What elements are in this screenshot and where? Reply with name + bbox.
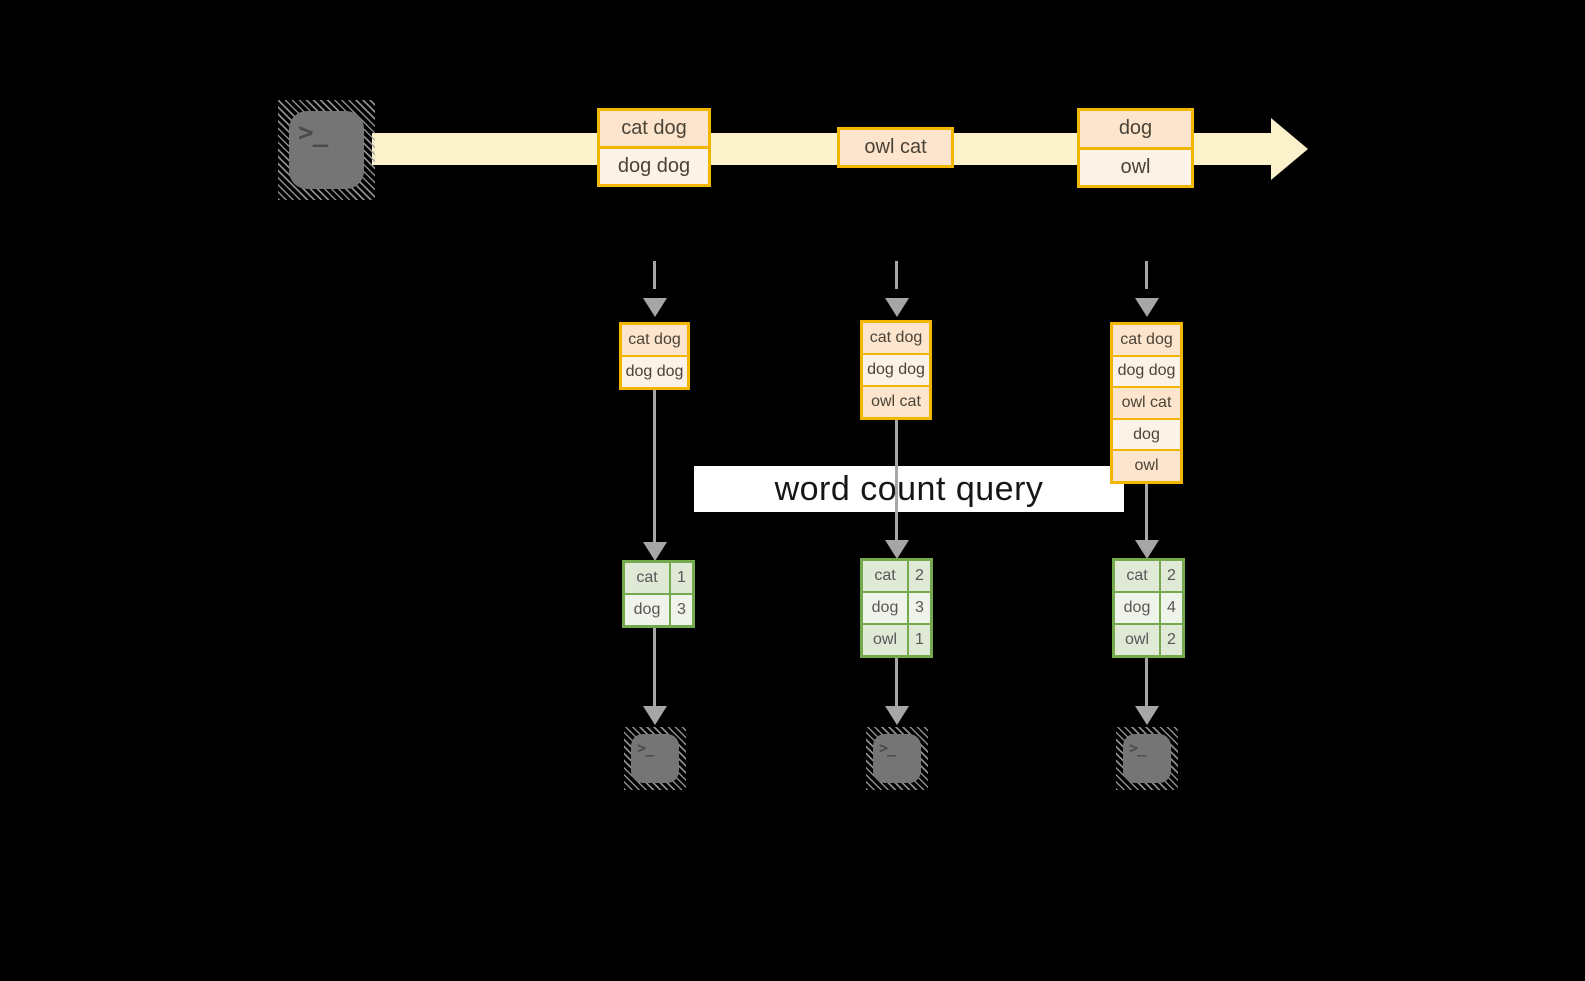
wordcount-table-2: cat 2 dog 3 owl 1 bbox=[860, 558, 933, 658]
terminal-prompt-icon: >_ bbox=[298, 118, 328, 148]
buffer-line: cat dog bbox=[863, 323, 929, 353]
word-cell: dog bbox=[863, 593, 909, 623]
wordcount-table-1: cat 1 dog 3 bbox=[622, 560, 695, 628]
terminal-body bbox=[289, 111, 364, 189]
count-cell: 1 bbox=[671, 563, 692, 593]
batch-line: cat dog bbox=[600, 111, 708, 146]
buffer-line: dog bbox=[1113, 417, 1180, 450]
output-arrow-line bbox=[895, 658, 898, 707]
stream-arrow-head-icon bbox=[1271, 118, 1308, 180]
buffer-line: dog dog bbox=[622, 355, 687, 387]
table-row: cat 2 bbox=[1115, 561, 1182, 591]
buffer-stack-2: cat dog dog dog owl cat bbox=[860, 320, 932, 420]
sink-terminal-icon: >_ bbox=[624, 727, 686, 790]
word-cell: dog bbox=[625, 595, 671, 625]
buffer-line: owl bbox=[1113, 449, 1180, 481]
query-arrow-line bbox=[653, 390, 656, 543]
terminal-prompt-icon: >_ bbox=[637, 739, 654, 757]
wordcount-table-3: cat 2 dog 4 owl 2 bbox=[1112, 558, 1185, 658]
terminal-body bbox=[631, 734, 679, 783]
buffer-stack-3: cat dog dog dog owl cat dog owl bbox=[1110, 322, 1183, 484]
batch-box-1: cat dog dog dog bbox=[597, 108, 711, 187]
buffer-line: owl cat bbox=[863, 385, 929, 417]
count-cell: 3 bbox=[671, 595, 692, 625]
batch-line: dog dog bbox=[600, 146, 708, 184]
count-cell: 2 bbox=[909, 561, 930, 591]
terminal-prompt-icon: >_ bbox=[1129, 739, 1146, 757]
table-row: owl 1 bbox=[863, 623, 930, 655]
output-arrow-head-icon bbox=[885, 706, 909, 725]
output-arrow-line bbox=[653, 628, 656, 707]
word-cell: dog bbox=[1115, 593, 1161, 623]
query-arrow-head-icon bbox=[885, 540, 909, 559]
batch-line: owl cat bbox=[840, 130, 951, 165]
word-cell: owl bbox=[1115, 625, 1161, 655]
query-arrow-head-icon bbox=[1135, 540, 1159, 559]
sink-terminal-icon: >_ bbox=[1116, 727, 1178, 790]
output-arrow-head-icon bbox=[1135, 706, 1159, 725]
count-cell: 1 bbox=[909, 625, 930, 655]
table-row: cat 1 bbox=[625, 563, 692, 593]
sink-terminal-icon: >_ bbox=[866, 727, 928, 790]
output-arrow-line bbox=[1145, 658, 1148, 707]
ingest-arrow-dash bbox=[895, 261, 898, 289]
batch-line: owl bbox=[1080, 146, 1191, 185]
batch-box-2: owl cat bbox=[837, 127, 954, 168]
ingest-arrow-head-icon bbox=[885, 298, 909, 317]
query-arrow-line bbox=[895, 420, 898, 541]
buffer-line: dog dog bbox=[863, 353, 929, 385]
word-cell: cat bbox=[625, 563, 671, 593]
buffer-stack-1: cat dog dog dog bbox=[619, 322, 690, 390]
table-row: owl 2 bbox=[1115, 623, 1182, 655]
ingest-arrow-head-icon bbox=[643, 298, 667, 317]
table-row: dog 4 bbox=[1115, 591, 1182, 623]
buffer-line: dog dog bbox=[1113, 354, 1180, 387]
ingest-arrow-dash bbox=[1145, 261, 1148, 289]
ingest-arrow-dash bbox=[653, 261, 656, 289]
terminal-body bbox=[1123, 734, 1171, 783]
terminal-body bbox=[873, 734, 921, 783]
batch-box-3: dog owl bbox=[1077, 108, 1194, 188]
count-cell: 2 bbox=[1161, 561, 1182, 591]
batch-line: dog bbox=[1080, 111, 1191, 147]
table-row: dog 3 bbox=[625, 593, 692, 625]
word-cell: owl bbox=[863, 625, 909, 655]
query-arrow-line bbox=[1145, 484, 1148, 541]
count-cell: 4 bbox=[1161, 593, 1182, 623]
count-cell: 3 bbox=[909, 593, 930, 623]
word-cell: cat bbox=[863, 561, 909, 591]
table-row: cat 2 bbox=[863, 561, 930, 591]
table-row: dog 3 bbox=[863, 591, 930, 623]
buffer-line: cat dog bbox=[1113, 325, 1180, 355]
buffer-line: owl cat bbox=[1113, 386, 1180, 418]
buffer-line: cat dog bbox=[622, 325, 687, 355]
query-arrow-head-icon bbox=[643, 542, 667, 561]
word-cell: cat bbox=[1115, 561, 1161, 591]
output-arrow-head-icon bbox=[643, 706, 667, 725]
terminal-prompt-icon: >_ bbox=[879, 739, 896, 757]
ingest-arrow-head-icon bbox=[1135, 298, 1159, 317]
query-label: word count query bbox=[694, 466, 1124, 512]
source-terminal-icon: >_ bbox=[278, 100, 375, 200]
count-cell: 2 bbox=[1161, 625, 1182, 655]
